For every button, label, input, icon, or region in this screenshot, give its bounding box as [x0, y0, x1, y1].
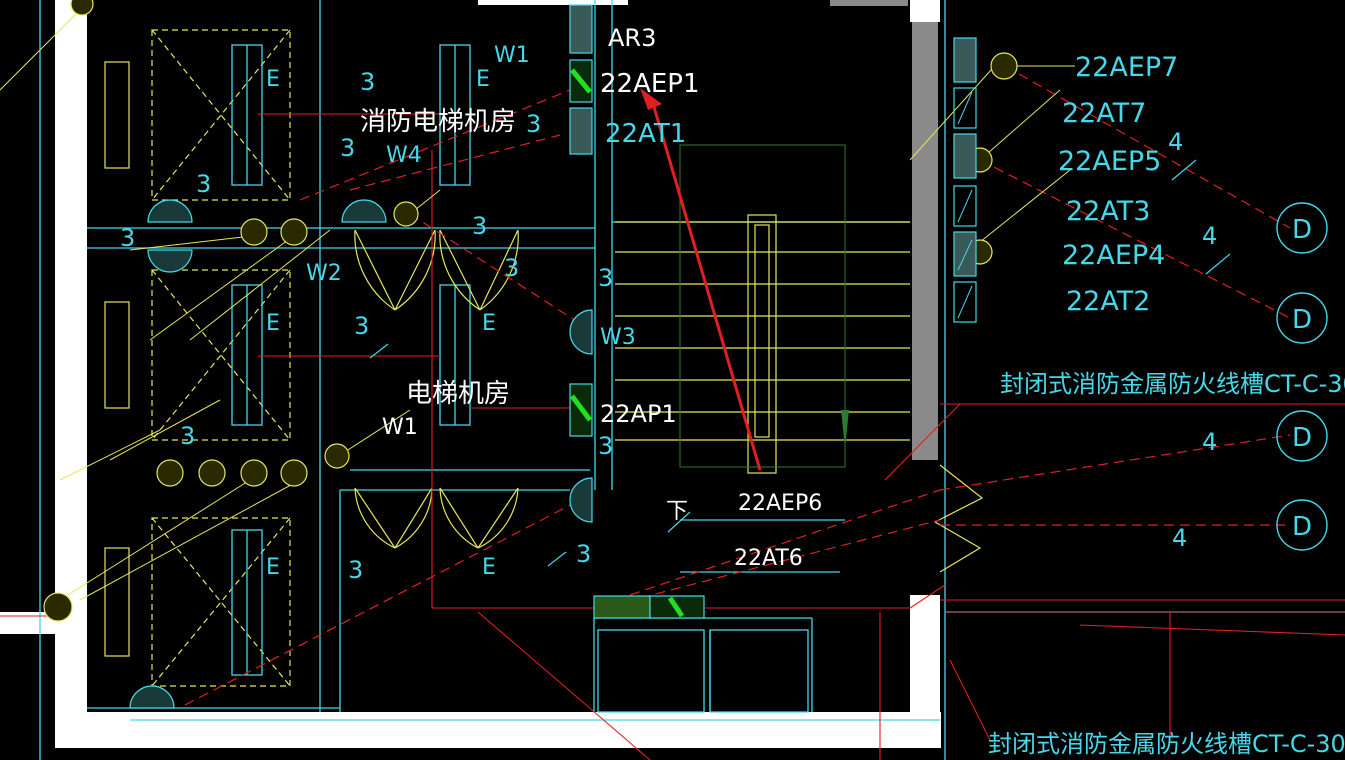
ceiling-light: [198, 459, 226, 487]
detector-d-4: [1276, 499, 1328, 551]
label-3: 3: [472, 212, 487, 240]
label-22at6: 22AT6: [734, 546, 803, 571]
ceiling-light: [70, 0, 94, 16]
label-e: E: [476, 67, 490, 92]
label-22at3: 22AT3: [1066, 196, 1150, 227]
label-4: 4: [1168, 128, 1183, 156]
ceiling-light: [990, 52, 1018, 80]
detector-d-3: [1276, 410, 1328, 462]
label-3: 3: [526, 110, 541, 138]
yellow-wiring: [0, 9, 1075, 601]
ceiling-light: [280, 218, 308, 246]
label-tray-1: 封闭式消防金属防火线槽CT-C-30: [1000, 370, 1345, 398]
label-3: 3: [576, 540, 591, 568]
walls: [0, 0, 941, 748]
label-ar3: AR3: [608, 24, 656, 52]
ticks: [369, 159, 1231, 567]
label-22aep6: 22AEP6: [738, 491, 822, 516]
label-w2: W2: [306, 261, 342, 286]
red-leader-arrow: [640, 88, 762, 471]
ceiling-light: [393, 201, 419, 227]
stair-guide: [679, 144, 846, 468]
label-3: 3: [360, 68, 375, 96]
label-3: 3: [354, 312, 369, 340]
light-fixtures: [43, 0, 1018, 622]
detector-d-1: [1276, 202, 1328, 254]
panel-marks: [570, 68, 685, 618]
label-tray-2: 封闭式消防金属防火线槽CT-C-300: [988, 730, 1345, 758]
wall-lights: [129, 199, 593, 709]
label-22aep7: 22AEP7: [1075, 52, 1178, 83]
detector-d-2: [1276, 292, 1328, 344]
label-e: E: [482, 555, 496, 580]
stairs: [615, 214, 910, 474]
label-w1-top: W1: [494, 43, 530, 68]
label-3: 3: [196, 170, 211, 198]
label-w1-mid: W1: [382, 415, 418, 440]
label-3: 3: [120, 224, 135, 252]
label-fire-elevator-room: 消防电梯机房: [360, 107, 516, 137]
grey-wall-strip: [912, 22, 938, 460]
label-3: 3: [598, 264, 613, 292]
label-e: E: [266, 555, 280, 580]
label-d: D: [1292, 512, 1312, 542]
label-d: D: [1292, 215, 1312, 245]
label-22at2: 22AT2: [1066, 286, 1150, 317]
label-3: 3: [348, 556, 363, 584]
ceiling-light: [240, 459, 268, 487]
doors: [354, 229, 984, 573]
ceiling-light: [240, 218, 268, 246]
label-22aep1: 22AEP1: [600, 69, 700, 99]
red-solid-lines: [0, 113, 1345, 760]
label-22at1: 22AT1: [605, 119, 686, 149]
label-4: 4: [1202, 428, 1217, 456]
label-down: 下: [666, 499, 688, 524]
label-4: 4: [1202, 222, 1217, 250]
label-22at7: 22AT7: [1062, 98, 1146, 129]
label-3: 3: [504, 254, 519, 282]
detectors: [1276, 202, 1328, 551]
label-w3: W3: [600, 325, 636, 350]
red-wiring: [184, 65, 1291, 706]
ceiling-light: [156, 459, 184, 487]
label-3: 3: [180, 422, 195, 450]
ceiling-light: [324, 443, 350, 469]
label-elevator-room: 电梯机房: [406, 379, 510, 409]
label-d: D: [1292, 305, 1312, 335]
label-3: 3: [340, 134, 355, 162]
label-e: E: [266, 67, 280, 92]
label-w4: W4: [386, 143, 422, 168]
label-22ap1: 22AP1: [600, 400, 677, 428]
grey-wall-top: [830, 0, 908, 6]
label-3: 3: [598, 432, 613, 460]
label-22aep5: 22AEP5: [1058, 146, 1161, 177]
label-d: D: [1292, 423, 1312, 453]
ceiling-light: [280, 459, 308, 487]
stair-arrow: [841, 410, 849, 448]
ceiling-light: [43, 592, 73, 622]
label-e: E: [482, 311, 496, 336]
label-4: 4: [1172, 524, 1187, 552]
label-22aep4: 22AEP4: [1062, 240, 1165, 271]
panel-slashes: [957, 91, 973, 319]
labels: AR3 22AEP1 22AT1 22AEP7 22AT7 22AEP5 22A…: [120, 24, 1345, 758]
label-e: E: [266, 311, 280, 336]
